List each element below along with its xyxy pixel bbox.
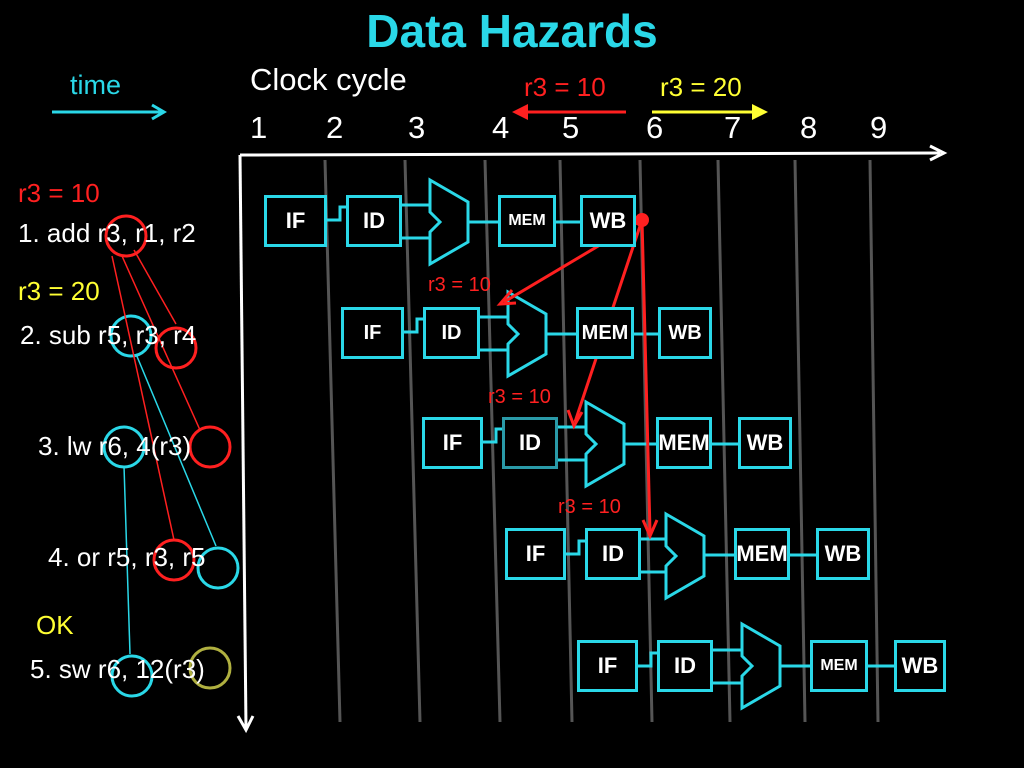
dependency-arrows-cyan bbox=[123, 353, 217, 655]
stage-id: ID bbox=[423, 307, 480, 359]
forwarding-arrows bbox=[496, 218, 659, 540]
pipeline-connectors bbox=[327, 177, 896, 711]
stage-mem: MEM bbox=[734, 528, 790, 580]
time-arrow bbox=[52, 103, 167, 121]
cycle-label: 7 bbox=[724, 110, 742, 145]
top-annotation-r3-20: r3 = 20 bbox=[660, 72, 742, 102]
stage-wb: WB bbox=[738, 417, 792, 469]
time-label: time bbox=[70, 70, 122, 100]
instruction-2: 2. sub r5, r3, r4 bbox=[20, 320, 197, 350]
dependency-arrows-red bbox=[111, 249, 201, 541]
stage-if: IF bbox=[264, 195, 327, 247]
stage-mem: MEM bbox=[576, 307, 634, 359]
cycle-label: 1 bbox=[250, 110, 268, 145]
cycle-label: 4 bbox=[492, 110, 510, 145]
forward-label-2: r3 = 10 bbox=[488, 386, 551, 408]
forward-label-1: r3 = 10 bbox=[428, 274, 491, 296]
cycle-label: 8 bbox=[800, 110, 818, 145]
cycle-label: 5 bbox=[562, 110, 580, 145]
instruction-4: 4. or r5, r3, r5 bbox=[48, 542, 206, 572]
stage-if: IF bbox=[505, 528, 566, 580]
instr-1-note: r3 = 10 bbox=[18, 178, 100, 208]
stage-if: IF bbox=[577, 640, 638, 692]
forward-label-3: r3 = 10 bbox=[558, 496, 621, 518]
stage-id: ID bbox=[502, 417, 558, 469]
stage-if: IF bbox=[422, 417, 483, 469]
instr-2-note: r3 = 20 bbox=[18, 276, 100, 306]
stage-mem: MEM bbox=[810, 640, 868, 692]
top-arrows bbox=[512, 104, 768, 120]
cycle-label: 3 bbox=[408, 110, 426, 145]
instruction-5: 5. sw r6, 12(r3) bbox=[30, 654, 205, 684]
clock-cycle-label: Clock cycle bbox=[250, 62, 407, 97]
stage-if: IF bbox=[341, 307, 404, 359]
cycle-label: 2 bbox=[326, 110, 344, 145]
stage-mem: MEM bbox=[656, 417, 712, 469]
stage-wb: WB bbox=[894, 640, 946, 692]
stage-wb: WB bbox=[658, 307, 712, 359]
cycle-label: 9 bbox=[870, 110, 888, 145]
top-annotation-r3-10: r3 = 10 bbox=[524, 72, 606, 102]
stage-id: ID bbox=[585, 528, 641, 580]
stage-id: ID bbox=[346, 195, 402, 247]
stage-mem: MEM bbox=[498, 195, 556, 247]
stage-id: ID bbox=[657, 640, 713, 692]
cycle-label: 6 bbox=[646, 110, 664, 145]
wb-source-dot bbox=[635, 213, 649, 227]
axes bbox=[236, 144, 948, 734]
stage-wb: WB bbox=[816, 528, 870, 580]
slide-title: Data Hazards bbox=[366, 5, 658, 57]
stage-wb: WB bbox=[580, 195, 636, 247]
instr-5-note: OK bbox=[36, 610, 74, 640]
instruction-1: 1. add r3, r1, r2 bbox=[18, 218, 196, 248]
instruction-3: 3. lw r6, 4(r3) bbox=[38, 431, 192, 461]
